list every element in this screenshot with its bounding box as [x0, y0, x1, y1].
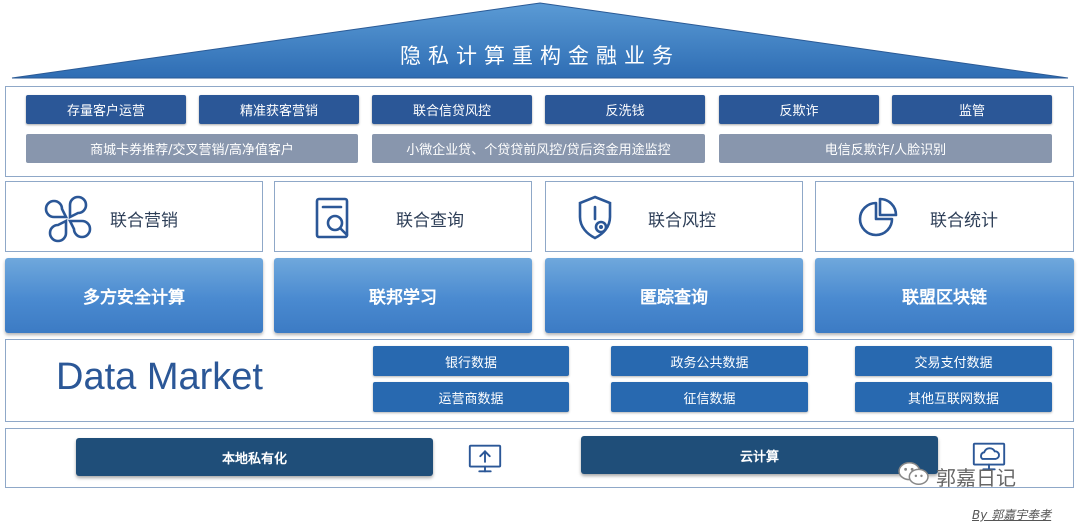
business-customer-ops[interactable]: 存量客户运营: [26, 95, 186, 124]
deploy-cloud-button[interactable]: 云计算: [581, 436, 938, 474]
business-joint-credit-risk[interactable]: 联合信贷风控: [372, 95, 532, 124]
wechat-icon: [898, 462, 929, 486]
watermark-text: 郭嘉日记: [936, 466, 1016, 490]
data-source-bank[interactable]: 银行数据: [373, 346, 569, 376]
roof-title: 隐私计算重构金融业务: [400, 44, 680, 68]
business-anti-money-laundering[interactable]: 反洗钱: [545, 95, 705, 124]
feature-label-risk: 联合风控: [648, 211, 716, 231]
data-source-payment[interactable]: 交易支付数据: [855, 346, 1052, 376]
tech-mpc[interactable]: 多方安全计算: [5, 258, 263, 333]
business-scenario-telecom[interactable]: 电信反欺诈/人脸识别: [719, 134, 1052, 163]
business-anti-fraud[interactable]: 反欺诈: [719, 95, 879, 124]
clover-grid-icon: [44, 195, 92, 243]
business-scenario-credit[interactable]: 小微企业贷、个贷贷前风控/贷后资金用途监控: [372, 134, 705, 163]
business-scenario-mall[interactable]: 商城卡券推荐/交叉营销/高净值客户: [26, 134, 358, 163]
shield-alert-icon: [578, 195, 612, 240]
feature-label-statistics: 联合统计: [930, 211, 998, 231]
feature-joint-risk[interactable]: 联合风控: [545, 181, 803, 252]
business-regulation[interactable]: 监管: [892, 95, 1052, 124]
roof-banner: [11, 2, 1069, 79]
tech-consortium-blockchain[interactable]: 联盟区块链: [815, 258, 1074, 333]
pie-chart-icon: [858, 197, 898, 237]
document-search-icon: [315, 197, 349, 239]
author-credit: By 郭嘉宇奉孝: [972, 508, 1052, 522]
monitor-upload-icon: [468, 444, 502, 473]
feature-label-query: 联合查询: [396, 211, 464, 231]
data-source-government[interactable]: 政务公共数据: [611, 346, 808, 376]
tech-private-query[interactable]: 匿踪查询: [545, 258, 803, 333]
feature-joint-marketing[interactable]: 联合营销: [5, 181, 263, 252]
data-source-carrier[interactable]: 运营商数据: [373, 382, 569, 412]
data-source-internet[interactable]: 其他互联网数据: [855, 382, 1052, 412]
feature-label-marketing: 联合营销: [110, 211, 178, 231]
tech-federated-learning[interactable]: 联邦学习: [274, 258, 532, 333]
data-source-credit-bureau[interactable]: 征信数据: [611, 382, 808, 412]
business-precision-marketing[interactable]: 精准获客营销: [199, 95, 359, 124]
cloud-monitor-icon: [972, 442, 1006, 471]
deploy-local-button[interactable]: 本地私有化: [76, 438, 433, 476]
feature-joint-statistics[interactable]: 联合统计: [815, 181, 1074, 252]
data-market-title: Data Market: [56, 356, 263, 398]
feature-joint-query[interactable]: 联合查询: [274, 181, 532, 252]
